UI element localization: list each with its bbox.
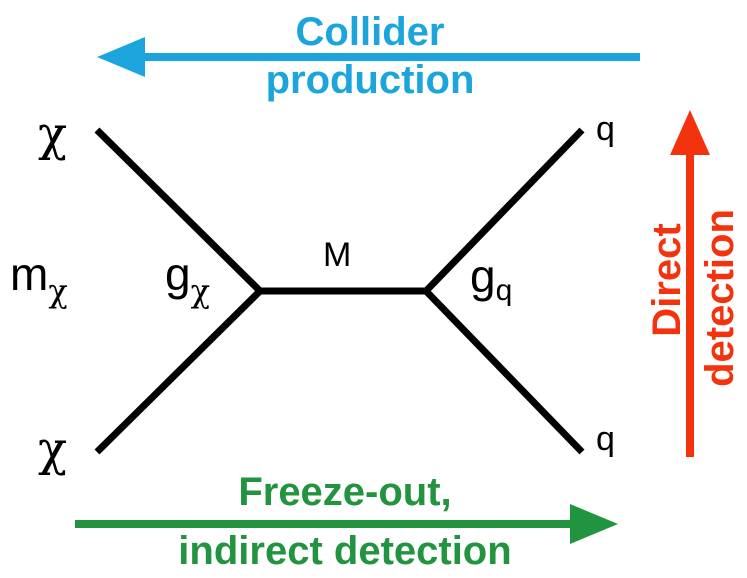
g-chi-base: g [165,248,191,300]
g-q-subscript: q [496,274,513,307]
chi-bottom-label: χ [38,421,67,477]
m-chi-label: mχ [10,248,68,310]
collider-label-line1: Collider [296,10,445,54]
collider-production-arrow: Collider production [97,10,640,102]
direct-detection-arrow: Direct detection [645,110,742,457]
dm-line-bottom [94,288,263,455]
collider-arrow-head [97,37,145,77]
feynman-lines [94,127,585,455]
quark-line-top [423,127,585,294]
mediator-label: M [323,236,351,274]
dm-line-top [94,127,263,294]
direct-label-line2: detection [698,209,742,387]
g-chi-subscript: χ [191,272,210,310]
q-bottom-label: q [596,420,615,458]
quark-line-bottom [423,288,585,455]
freeze-label-line2: indirect detection [178,529,511,573]
freeze-arrow-head [570,504,618,544]
g-q-label: gq [470,250,512,307]
g-q-base: g [470,250,496,302]
m-chi-base: m [10,248,48,300]
m-chi-subscript: χ [48,272,67,310]
chi-top-label: χ [38,106,67,162]
q-top-label: q [596,110,615,148]
freeze-label-line1: Freeze-out, [238,470,451,514]
g-chi-label: gχ [165,248,210,310]
direct-arrow-head [670,110,710,155]
collider-label-line2: production [266,58,475,102]
direct-label-line1: Direct [645,223,689,336]
freeze-out-arrow: Freeze-out, indirect detection [75,470,618,573]
